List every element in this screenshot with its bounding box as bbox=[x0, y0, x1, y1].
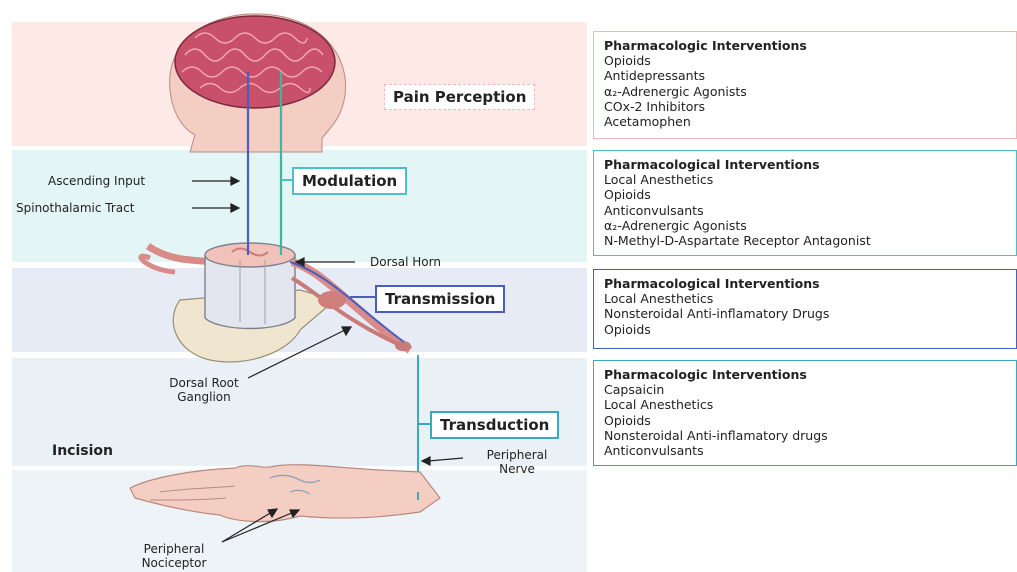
modulation-interventions-box: Pharmacological Interventions Local Anes… bbox=[593, 150, 1017, 256]
perception-interventions-heading: Pharmacologic Interventions bbox=[604, 38, 1006, 53]
transduction-interventions-box: Pharmacologic Interventions Capsaicin Lo… bbox=[593, 360, 1017, 466]
list-item: α₂-Adrenergic Agonists bbox=[604, 218, 1006, 233]
transmission-interventions-box: Pharmacological Interventions Local Anes… bbox=[593, 269, 1017, 349]
incision-label: Incision bbox=[52, 444, 113, 458]
ascending-input-label: Ascending Input bbox=[48, 174, 145, 188]
transmission-interventions-heading: Pharmacological Interventions bbox=[604, 276, 1006, 291]
stage-label-pain-perception: Pain Perception bbox=[384, 84, 535, 110]
list-item: Opioids bbox=[604, 187, 1006, 202]
list-item: Acetamophen bbox=[604, 114, 1006, 129]
list-item: Capsaicin bbox=[604, 382, 1006, 397]
list-item: COx-2 Inhibitors bbox=[604, 99, 1006, 114]
perception-interventions-box: Pharmacologic Interventions Opioids Anti… bbox=[593, 31, 1017, 139]
list-item: Antidepressants bbox=[604, 68, 1006, 83]
list-item: Local Anesthetics bbox=[604, 291, 1006, 306]
list-item: Opioids bbox=[604, 413, 1006, 428]
dorsal-root-ganglion-label: Dorsal Root Ganglion bbox=[156, 376, 252, 404]
list-item: Nonsteroidal Anti-inflamatory drugs bbox=[604, 428, 1006, 443]
list-item: Local Anesthetics bbox=[604, 397, 1006, 412]
list-item: Nonsteroidal Anti-inflamatory Drugs bbox=[604, 306, 1006, 321]
stage-label-transmission: Transmission bbox=[375, 285, 505, 313]
list-item: N-Methyl-D-Aspartate Receptor Antagonist bbox=[604, 233, 1006, 248]
peripheral-nerve-label: Peripheral Nerve bbox=[462, 448, 572, 476]
brain bbox=[175, 16, 335, 108]
list-item: Local Anesthetics bbox=[604, 172, 1006, 187]
hand bbox=[130, 465, 440, 522]
peripheral-nociceptor-label: Peripheral Nociceptor bbox=[124, 542, 224, 570]
dorsal-root-ganglion bbox=[318, 291, 346, 309]
list-item: Opioids bbox=[604, 322, 1006, 337]
spinothalamic-tract-label: Spinothalamic Tract bbox=[16, 201, 134, 215]
modulation-interventions-heading: Pharmacological Interventions bbox=[604, 157, 1006, 172]
list-item: Anticonvulsants bbox=[604, 443, 1006, 458]
list-item: Anticonvulsants bbox=[604, 203, 1006, 218]
stage-label-modulation: Modulation bbox=[292, 167, 407, 195]
list-item: α₂-Adrenergic Agonists bbox=[604, 84, 1006, 99]
list-item: Opioids bbox=[604, 53, 1006, 68]
stage-label-transduction: Transduction bbox=[430, 411, 559, 439]
transduction-interventions-heading: Pharmacologic Interventions bbox=[604, 367, 1006, 382]
dorsal-horn-label: Dorsal Horn bbox=[370, 255, 441, 269]
